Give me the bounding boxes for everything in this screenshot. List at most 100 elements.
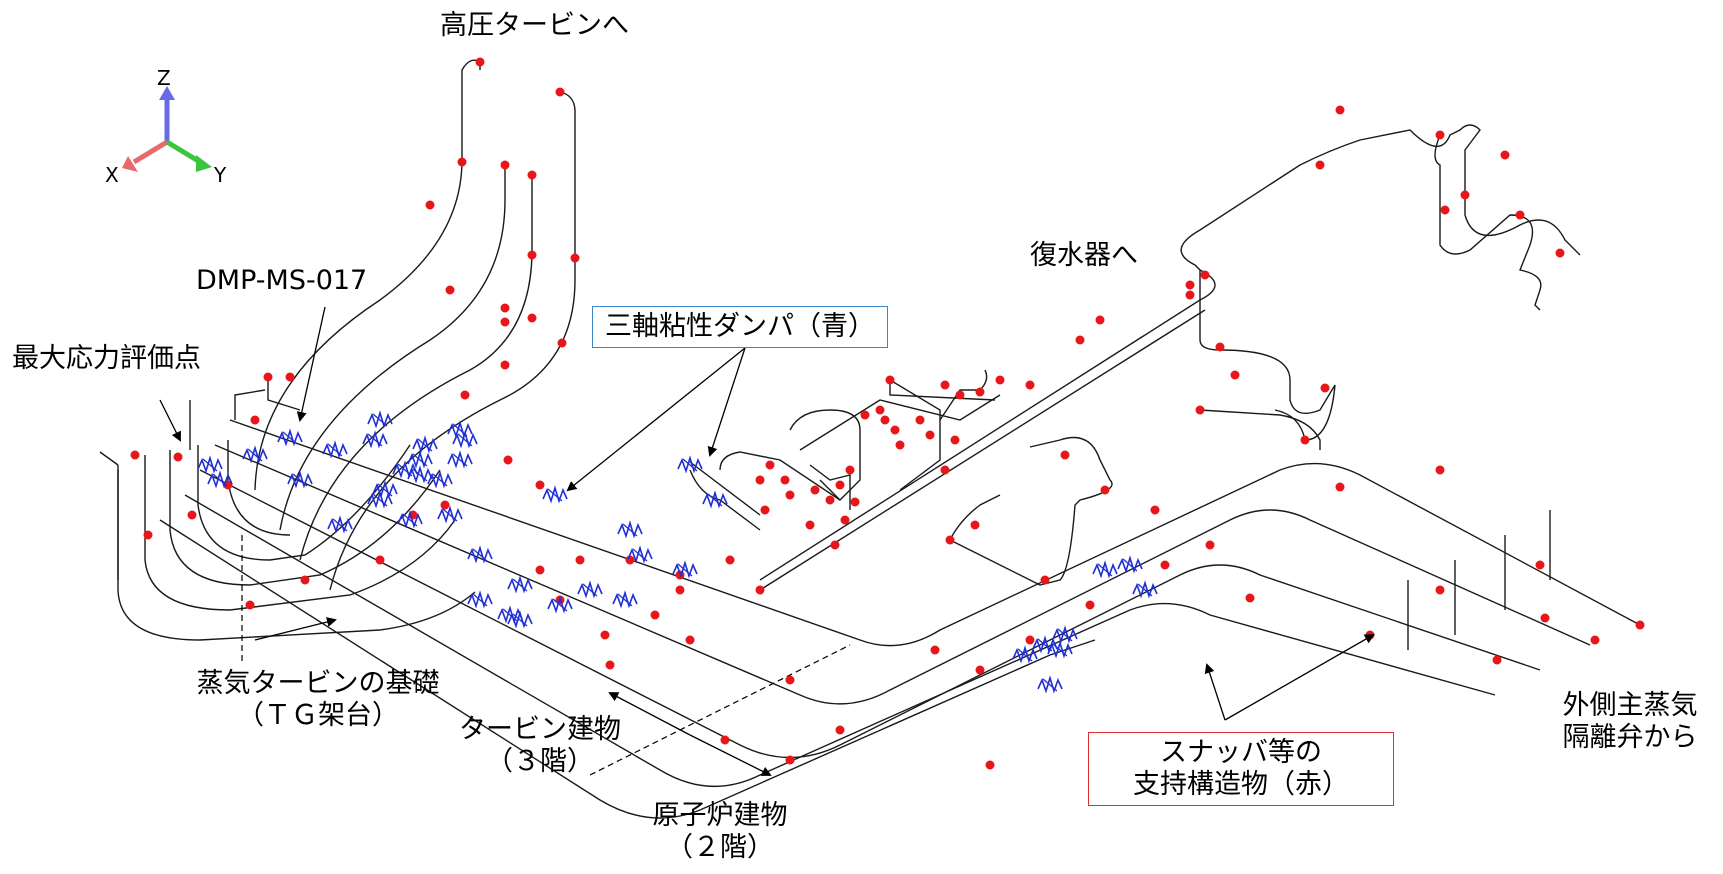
- support-marker: [975, 665, 985, 675]
- support-marker: [1515, 210, 1525, 220]
- support-marker: [850, 497, 860, 507]
- damper-marker: [547, 595, 573, 614]
- damper-marker-cross: [622, 523, 638, 537]
- damper-marker-cross: [372, 493, 388, 507]
- y-axis-head: [196, 155, 212, 172]
- damper-marker: [367, 410, 393, 429]
- damper-marker-cross: [707, 493, 723, 507]
- main-steam-line-c: [199, 469, 1541, 759]
- support-marker: [940, 380, 950, 390]
- z-axis-head: [159, 86, 175, 100]
- pipe-stub-1: [267, 378, 301, 411]
- damper-marker: [702, 490, 728, 509]
- damper-markers: [197, 410, 1158, 694]
- snubber-legend: スナッバ等の 支持構造物（赤）: [1088, 732, 1394, 806]
- damper-marker: [627, 545, 653, 564]
- support-marker: [780, 475, 790, 485]
- support-marker: [725, 555, 735, 565]
- support-marker: [1185, 280, 1195, 290]
- support-marker: [825, 495, 835, 505]
- damper-marker-cross: [547, 488, 563, 502]
- support-marker: [1195, 405, 1205, 415]
- turbine-building-arrow: [608, 692, 691, 736]
- pipe-stub-4: [234, 389, 266, 420]
- support-marker: [1435, 585, 1445, 595]
- snubber-arrow-1: [1204, 663, 1226, 721]
- damper-marker: [1052, 625, 1078, 644]
- damper-marker-cross: [1017, 648, 1033, 662]
- support-marker: [1440, 205, 1450, 215]
- damper-marker: [362, 430, 388, 449]
- damper-id-label: DMP-MS-017: [196, 265, 368, 296]
- support-marker: [535, 480, 545, 490]
- pipe-center-9: [689, 469, 761, 531]
- pipe-stub-3: [99, 451, 119, 466]
- support-marker: [1150, 505, 1160, 515]
- support-marker: [1200, 270, 1210, 280]
- pipe-condenser-branch: [759, 124, 1581, 581]
- support-marker: [995, 375, 1005, 385]
- damper-marker: [277, 428, 303, 447]
- y-axis-arrow: [165, 139, 202, 165]
- support-marker: [250, 415, 260, 425]
- damper-marker: [577, 580, 603, 599]
- main-steam-line-a: [229, 419, 1641, 647]
- support-marker: [245, 600, 255, 610]
- damper-marker: [197, 455, 223, 474]
- support-marker: [1185, 290, 1195, 300]
- support-marker: [300, 575, 310, 585]
- y-axis-label: Y: [214, 163, 227, 187]
- support-marker: [1555, 248, 1565, 258]
- reactor-building-label: 原子炉建物 （２階）: [610, 800, 830, 864]
- damper-marker: [1012, 645, 1038, 664]
- support-marker: [527, 313, 537, 323]
- main-steam-line-b: [214, 444, 1591, 705]
- x-axis-arrow: [132, 139, 169, 165]
- support-marker: [600, 630, 610, 640]
- support-marker: [375, 555, 385, 565]
- support-marker: [460, 390, 470, 400]
- support-marker: [187, 510, 197, 520]
- support-marker: [130, 450, 140, 460]
- support-marker: [940, 465, 950, 475]
- turbine-building-label: タービン建物 （３階）: [430, 714, 650, 778]
- support-marker: [527, 250, 537, 260]
- pipe-riser-d: [329, 91, 576, 591]
- support-marker: [805, 520, 815, 530]
- pipe-center-3: [809, 464, 851, 510]
- damper-marker-cross: [332, 518, 348, 532]
- support-marker: [755, 475, 765, 485]
- damper-marker: [507, 575, 533, 594]
- support-marker: [930, 645, 940, 655]
- support-marker: [945, 535, 955, 545]
- support-marker: [1320, 383, 1330, 393]
- damper-marker: [287, 470, 313, 489]
- damper-label-arrow-2: [707, 347, 746, 457]
- support-marker: [425, 200, 435, 210]
- snubber-line1: スナッバ等の: [1160, 737, 1322, 768]
- damper-marker: [1117, 555, 1143, 574]
- support-marker: [1300, 435, 1310, 445]
- max-stress-point-label: 最大応力評価点: [12, 343, 201, 374]
- support-marker: [173, 452, 183, 462]
- damper-marker: [322, 440, 348, 459]
- support-marker: [720, 735, 730, 745]
- damper-marker: [242, 445, 268, 464]
- damper-marker-cross: [202, 458, 218, 472]
- support-marker: [535, 565, 545, 575]
- damper-marker-cross: [1122, 558, 1138, 572]
- support-marker: [765, 460, 775, 470]
- support-marker: [1540, 613, 1550, 623]
- support-marker: [840, 515, 850, 525]
- support-marker: [1460, 190, 1470, 200]
- x-axis-label: X: [105, 163, 119, 187]
- support-marker: [785, 490, 795, 500]
- max-stress-arrow: [159, 399, 181, 442]
- pipe-loop-4: [197, 444, 411, 561]
- pipe-condenser-loop: [1199, 409, 1321, 450]
- reactor-building-line1: 原子炉建物: [652, 800, 788, 831]
- support-marker: [555, 87, 565, 97]
- support-marker: [143, 530, 153, 540]
- support-marker: [605, 660, 615, 670]
- support-marker: [445, 285, 455, 295]
